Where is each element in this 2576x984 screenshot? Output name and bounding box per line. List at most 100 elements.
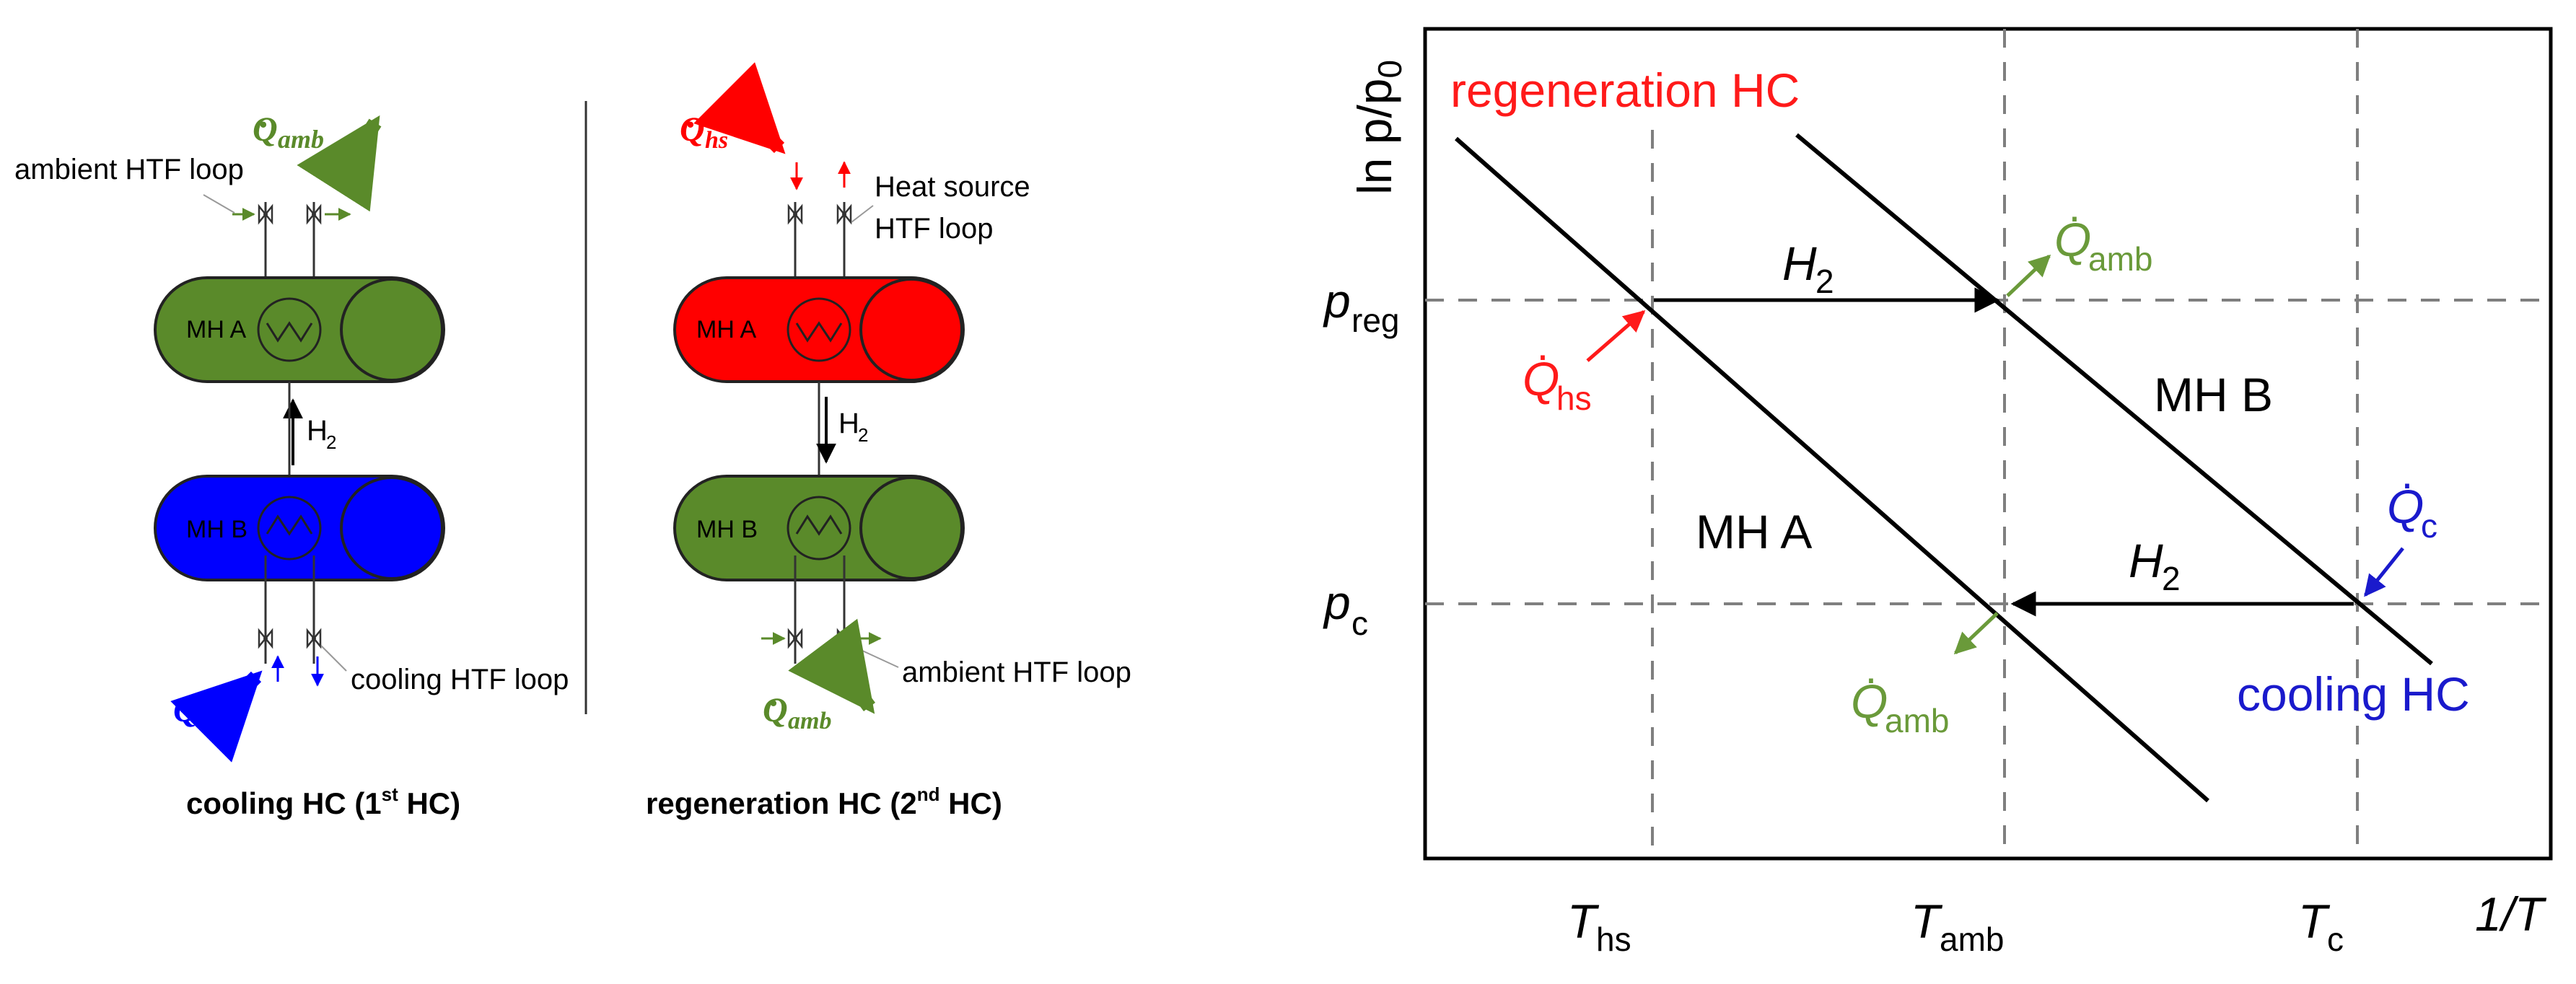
ambient-htf-loop-label: ambient HTF loop bbox=[902, 656, 1131, 688]
q-amb-arrow-bottom bbox=[788, 618, 875, 714]
q-c-arrow bbox=[170, 670, 263, 763]
svg-text:hs: hs bbox=[1596, 921, 1631, 958]
q-amb-plot-label-top: · Q amb bbox=[2054, 192, 2152, 278]
svg-text:hs: hs bbox=[1556, 379, 1592, 417]
leader-line bbox=[851, 205, 874, 223]
svg-text:c: c bbox=[2421, 507, 2437, 545]
mh-b-label: MH B bbox=[2154, 368, 2273, 421]
q-base: Q bbox=[680, 110, 705, 149]
q-hs-label: · Q hs bbox=[680, 105, 728, 154]
svg-text:2: 2 bbox=[1815, 263, 1834, 300]
heat-exchanger-icon bbox=[266, 321, 313, 343]
tank-label: MH B bbox=[186, 516, 247, 543]
q-sub: c bbox=[199, 709, 210, 736]
q-c-label: · Q c bbox=[173, 683, 210, 736]
t-hs-label: T hs bbox=[1567, 895, 1631, 958]
q-c-plot-label: · Q c bbox=[2387, 459, 2437, 545]
cooling-hc-panel: · Q amb ambient HTF loop MH A H 2 bbox=[14, 105, 569, 820]
q-sub: amb bbox=[278, 125, 324, 154]
q-sub: hs bbox=[705, 127, 728, 154]
cooling-hc-caption: cooling HC (1st HC) bbox=[186, 783, 460, 820]
mh-b-isotherm-line bbox=[1795, 133, 2433, 666]
q-amb-arrow-top bbox=[2006, 254, 2051, 297]
t-c-label: T c bbox=[2298, 895, 2344, 958]
h2-sub: 2 bbox=[326, 431, 336, 453]
h2-label: H bbox=[307, 415, 328, 447]
regeneration-hc-label: regeneration HC bbox=[1450, 63, 1800, 117]
h2-label-bottom: H 2 bbox=[2129, 534, 2181, 597]
svg-text:T: T bbox=[1911, 895, 1943, 948]
svg-text:·: · bbox=[1535, 330, 1550, 379]
leader-line bbox=[851, 645, 899, 668]
svg-text:amb: amb bbox=[1940, 921, 2004, 958]
q-hs-arrow bbox=[1586, 310, 1646, 362]
svg-text:ln p/p0: ln p/p0 bbox=[1348, 60, 1409, 195]
heat-exchanger-icon bbox=[266, 514, 313, 536]
svg-text:·: · bbox=[2067, 192, 2082, 240]
y-axis-label: ln p/p0 bbox=[1348, 60, 1409, 195]
tank-mh-b: MH B bbox=[154, 475, 445, 581]
p-reg-label: p reg bbox=[1323, 274, 1399, 339]
h2-sub: 2 bbox=[858, 424, 868, 446]
q-amb-plot-label-bottom: · Q amb bbox=[1851, 654, 1949, 739]
svg-text:Q: Q bbox=[1523, 352, 1559, 405]
svg-text:p: p bbox=[1323, 274, 1351, 328]
q-amb-arrow-bottom bbox=[1953, 612, 1999, 655]
plot-frame bbox=[1423, 27, 2553, 861]
svg-text:amb: amb bbox=[2088, 240, 2152, 278]
svg-text:Q: Q bbox=[2054, 213, 2091, 266]
q-base: Q bbox=[763, 691, 788, 729]
svg-text:p: p bbox=[1323, 576, 1351, 629]
svg-text:H: H bbox=[1782, 237, 1817, 290]
heat-source-label: Heat source bbox=[875, 171, 1030, 203]
svg-text:c: c bbox=[1351, 605, 1368, 642]
svg-text:·: · bbox=[2400, 459, 2414, 507]
h2-label: H bbox=[838, 408, 859, 439]
tank-label: MH B bbox=[696, 516, 758, 543]
vant-hoff-plot: H 2 H 2 MH A MH B regeneration HC coolin… bbox=[1323, 27, 2553, 958]
leader-line bbox=[203, 194, 235, 214]
q-hs-arrow bbox=[693, 62, 786, 154]
q-dot: · bbox=[179, 683, 188, 724]
heat-exchanger-icon bbox=[795, 514, 843, 536]
ambient-htf-loop-label: ambient HTF loop bbox=[14, 154, 244, 185]
tank-label: MH A bbox=[696, 316, 756, 343]
svg-text:reg: reg bbox=[1351, 302, 1399, 339]
svg-text:H: H bbox=[2129, 534, 2163, 587]
svg-text:2: 2 bbox=[2162, 560, 2181, 597]
q-amb-arrow-top bbox=[297, 115, 382, 212]
svg-text:Q: Q bbox=[2387, 480, 2424, 533]
q-dot: · bbox=[258, 105, 268, 146]
q-dot: · bbox=[685, 105, 695, 146]
q-dot: · bbox=[768, 683, 778, 724]
cooling-hc-label: cooling HC bbox=[2237, 667, 2470, 721]
x-axis-label: 1/T bbox=[2475, 887, 2547, 941]
dashed-guides bbox=[1425, 29, 2551, 858]
svg-text:·: · bbox=[1864, 654, 1878, 702]
q-sub: amb bbox=[788, 708, 831, 734]
mh-a-label: MH A bbox=[1696, 505, 1812, 558]
svg-text:T: T bbox=[2298, 895, 2331, 948]
svg-text:amb: amb bbox=[1885, 702, 1949, 739]
p-c-label: p c bbox=[1323, 576, 1368, 642]
tank-mh-a: MH A bbox=[154, 276, 445, 383]
heat-exchanger-icon bbox=[795, 321, 843, 343]
regeneration-hc-panel: · Q hs Heat source HTF loop MH A H 2 bbox=[646, 62, 1131, 820]
mh-a-isotherm-line bbox=[1455, 136, 2209, 803]
tank-mh-a: MH A bbox=[673, 276, 965, 383]
svg-text:T: T bbox=[1567, 895, 1600, 948]
tank-label: MH A bbox=[186, 316, 246, 343]
svg-text:regeneration HC (2nd HC): regeneration HC (2nd HC) bbox=[646, 783, 1002, 820]
q-base: Q bbox=[253, 110, 278, 149]
q-amb-label-top: · Q amb bbox=[253, 105, 324, 154]
htf-loop-label: HTF loop bbox=[875, 213, 994, 245]
q-c-arrow bbox=[2364, 547, 2404, 597]
h2-label-top: H 2 bbox=[1782, 237, 1834, 300]
tank-mh-b: MH B bbox=[673, 475, 965, 581]
cooling-htf-loop-label: cooling HTF loop bbox=[351, 664, 569, 695]
svg-text:c: c bbox=[2327, 921, 2344, 958]
t-amb-label: T amb bbox=[1911, 895, 2004, 958]
q-base: Q bbox=[173, 691, 198, 729]
regeneration-hc-caption: regeneration HC (2nd HC) bbox=[646, 783, 1002, 820]
